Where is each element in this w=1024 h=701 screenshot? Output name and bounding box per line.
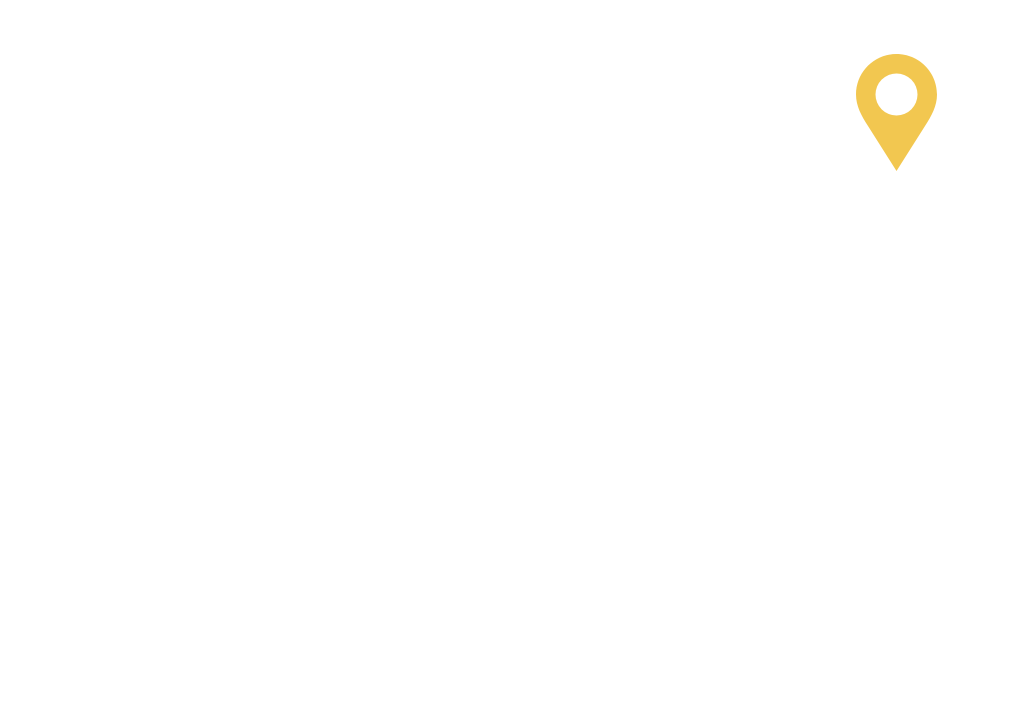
map-pin-icon — [856, 54, 937, 171]
map-pin-hole — [875, 73, 918, 116]
